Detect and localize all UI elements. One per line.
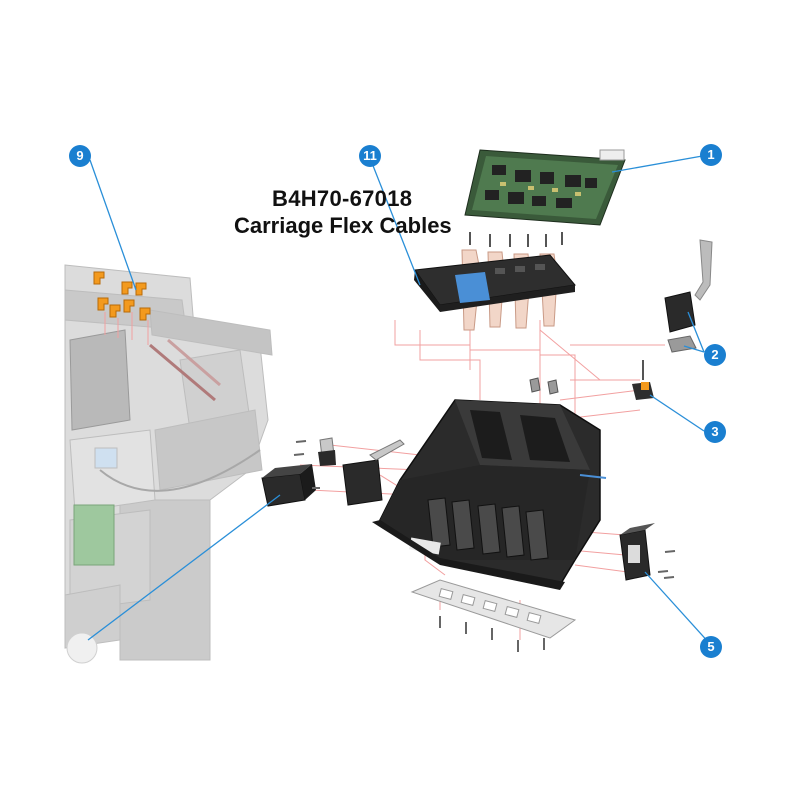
callout-9: 9	[69, 145, 91, 167]
callout-1: 1	[700, 144, 722, 166]
callout-11: 11	[359, 145, 381, 167]
encoder-module-5	[619, 523, 676, 581]
callout-5: 5	[700, 636, 722, 658]
left-screws	[293, 440, 320, 489]
callout-2: 2	[704, 344, 726, 366]
cable-guide-bracket	[318, 437, 405, 506]
part-description-label: Carriage Flex Cables	[234, 213, 452, 238]
callout-leaders	[87, 154, 712, 646]
bottom-screws	[439, 616, 545, 652]
carriage-clips	[529, 377, 559, 395]
callout-3: 3	[704, 421, 726, 443]
part-number-label: B4H70-67018	[272, 186, 413, 211]
carriage-base	[372, 399, 607, 590]
small-sensor-3	[632, 360, 654, 400]
clip-drop-lines	[104, 312, 149, 345]
flex-cable-clips-9	[93, 271, 151, 321]
sensor-bracket-2	[664, 239, 713, 353]
carriage-flex-cable-assembly	[414, 254, 576, 312]
left-connector-block	[261, 464, 316, 507]
carriage-pcb-board	[464, 149, 626, 226]
bottom-cover-plate	[410, 579, 577, 639]
printer-background-illustration	[64, 264, 273, 664]
pcb-screws	[469, 232, 563, 247]
